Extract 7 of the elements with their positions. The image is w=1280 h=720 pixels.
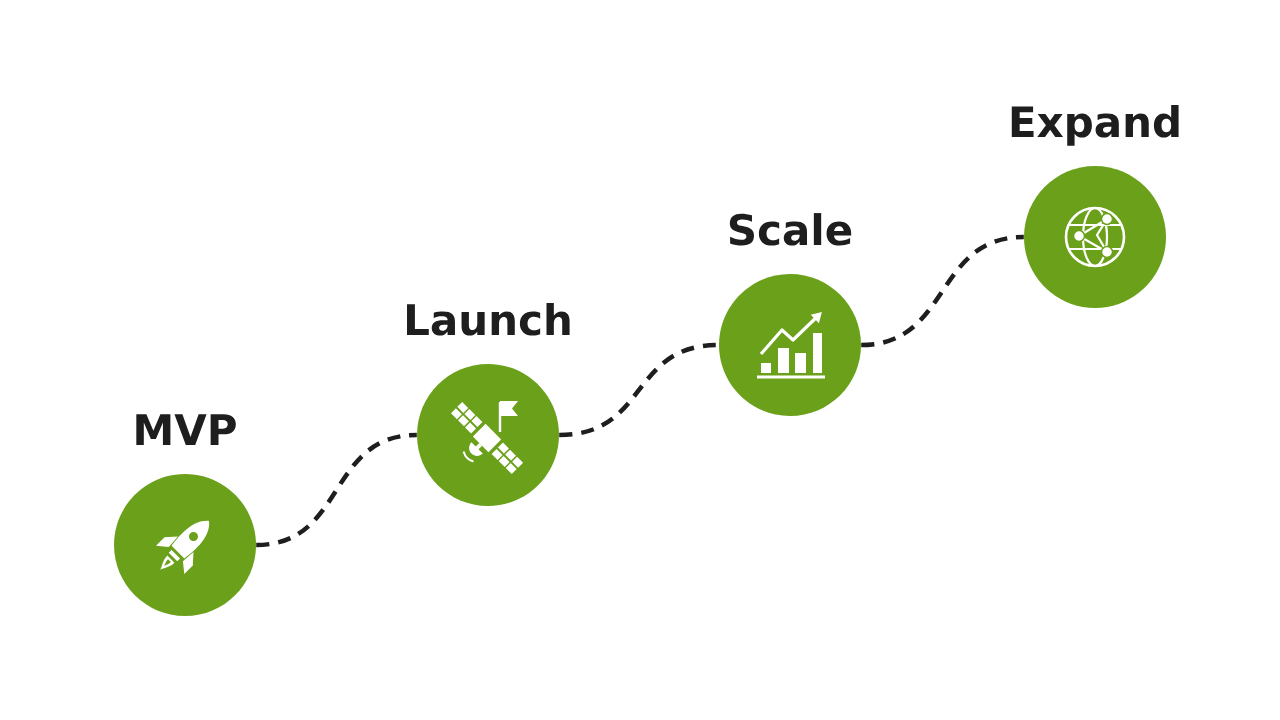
stage-title: Launch [407,303,570,336]
dashed-connector [559,342,719,438]
stage-title: Expand [1011,105,1179,146]
dashed-connector [860,234,1025,348]
stage-title: Scale [729,213,852,246]
dashed-connector [255,432,418,548]
stage-title: MVP [136,414,236,445]
